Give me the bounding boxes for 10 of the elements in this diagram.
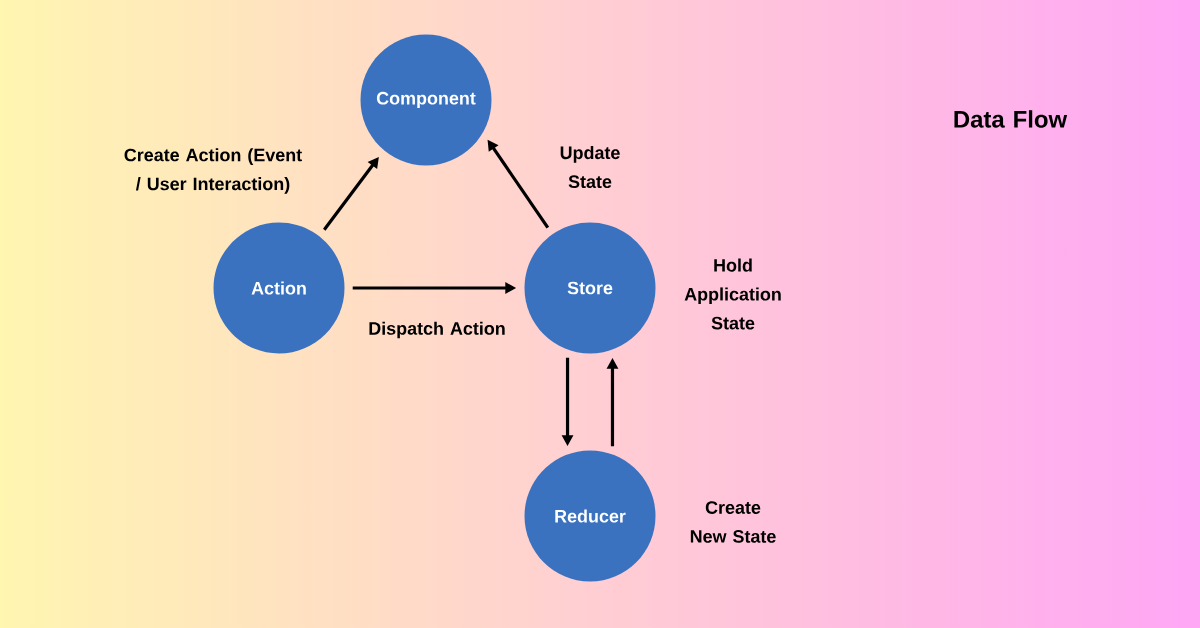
circle-node: Component xyxy=(360,34,492,166)
title: Data Flow xyxy=(954,110,1068,128)
node-caption: Hold Application State xyxy=(684,258,781,330)
edge-label: Dispatch Action xyxy=(369,321,505,339)
edge-label: Update State xyxy=(560,145,620,188)
circle-node: Action xyxy=(213,222,345,354)
circle-node: Reducer xyxy=(524,450,656,582)
node-caption: Create New State xyxy=(690,501,776,543)
circle-node: Store xyxy=(524,222,656,354)
edge-label: Create Action (Event / User Interaction) xyxy=(124,148,302,194)
